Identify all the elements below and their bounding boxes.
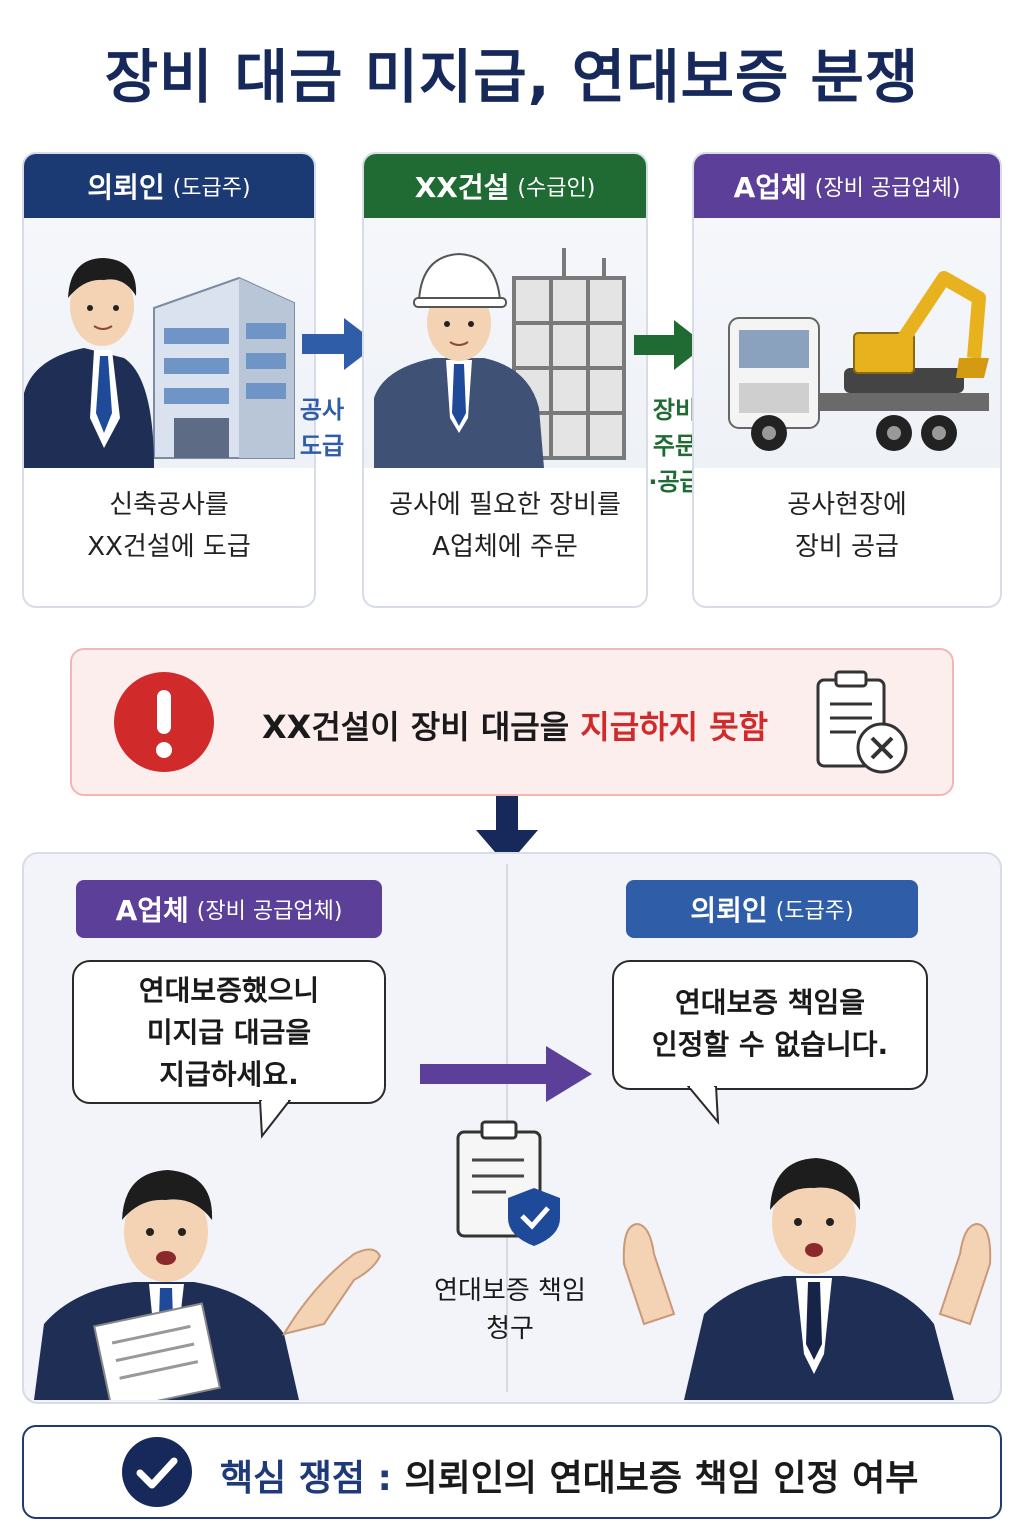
flow-label-contract: 공사 도급 bbox=[290, 392, 354, 464]
claim-arrow-icon bbox=[420, 1046, 592, 1102]
alert-text: XX건설이 장비 대금을 지급하지 못함 bbox=[262, 702, 768, 748]
alert-box: XX건설이 장비 대금을 지급하지 못함 bbox=[70, 648, 954, 796]
card-client-desc-line2: XX건설에 도급 bbox=[87, 532, 251, 562]
card-contractor-header: XX건설 (수급인) bbox=[364, 154, 646, 218]
card-client-sub: (도급주) bbox=[172, 176, 251, 201]
alert-text-highlight: 지급하지 못함 bbox=[580, 708, 769, 746]
arrow-right-icon bbox=[634, 320, 706, 370]
client-speech-line1: 연대보증 책임을 bbox=[674, 986, 866, 1019]
page-title: 장비 대금 미지급, 연대보증 분쟁 bbox=[104, 43, 920, 111]
card-client-desc-line1: 신축공사를 bbox=[109, 490, 229, 520]
card-client-role: 의뢰인 bbox=[87, 171, 165, 204]
summary-box: 핵심 쟁점 : 의뢰인의 연대보증 책임 인정 여부 bbox=[22, 1425, 1002, 1519]
truck-excavator-icon bbox=[728, 271, 989, 451]
speech-bubble-supplier: 연대보증했으니 미지급 대금을 지급하세요. bbox=[72, 960, 386, 1104]
claim-label-line2: 청구 bbox=[486, 1314, 534, 1344]
flow-label-order-line2: 주문 bbox=[652, 432, 698, 460]
worker-icon bbox=[374, 252, 544, 468]
alert-text-prefix: XX건설이 장비 대금을 bbox=[262, 708, 581, 746]
flow-label-order-line1: 장비 bbox=[652, 396, 698, 424]
card-contractor: XX건설 (수급인) 공사에 필요한 장비를 A업체에 주문 bbox=[362, 152, 648, 608]
pill-client: 의뢰인 (도급주) bbox=[626, 880, 918, 938]
card-client-header: 의뢰인 (도급주) bbox=[24, 154, 314, 218]
card-supplier-header: A업체 (장비 공급업체) bbox=[694, 154, 1000, 218]
contractor-illustration bbox=[364, 218, 646, 468]
speech-bubble-client: 연대보증 책임을 인정할 수 없습니다. bbox=[612, 960, 928, 1090]
client-person-icon bbox=[622, 1158, 992, 1400]
supplier-person-icon bbox=[34, 1170, 382, 1400]
arrow-down-icon bbox=[476, 796, 538, 866]
card-supplier-desc-line2: 장비 공급 bbox=[795, 532, 899, 562]
dispute-panel: A업체 (장비 공급업체) 의뢰인 (도급주) 연대보증했으니 미지급 대금을 … bbox=[22, 852, 1002, 1404]
summary-value: 의뢰인의 연대보증 책임 인정 여부 bbox=[404, 1458, 919, 1499]
card-contractor-sub: (수급인) bbox=[517, 176, 596, 201]
businessman-icon bbox=[24, 258, 154, 468]
claim-label: 연대보증 책임 청구 bbox=[410, 1272, 610, 1348]
exclamation-icon bbox=[114, 672, 214, 772]
summary-key-label: 핵심 쟁점 : bbox=[220, 1458, 392, 1499]
card-contractor-desc: 공사에 필요한 장비를 A업체에 주문 bbox=[364, 484, 646, 568]
supplier-speech-line3: 지급하세요. bbox=[159, 1058, 299, 1091]
pill-client-role: 의뢰인 bbox=[690, 894, 768, 927]
arrow-right-icon bbox=[302, 318, 378, 370]
bubble-tail-icon bbox=[258, 1100, 292, 1139]
card-supplier-role: A업체 bbox=[733, 171, 807, 204]
supplier-illustration bbox=[694, 218, 1000, 468]
pill-supplier-sub: (장비 공급업체) bbox=[196, 899, 343, 924]
client-speech-line2: 인정할 수 없습니다. bbox=[651, 1028, 889, 1061]
card-supplier: A업체 (장비 공급업체) 공사현장에 장비 공급 bbox=[692, 152, 1002, 608]
rejected-document-icon bbox=[816, 670, 908, 774]
card-supplier-desc: 공사현장에 장비 공급 bbox=[694, 484, 1000, 568]
pill-supplier: A업체 (장비 공급업체) bbox=[76, 880, 382, 938]
check-circle-icon bbox=[122, 1437, 192, 1507]
summary-text: 핵심 쟁점 : 의뢰인의 연대보증 책임 인정 여부 bbox=[220, 1449, 918, 1501]
supplier-speech-line1: 연대보증했으니 bbox=[138, 974, 320, 1007]
flow-label-contract-line1: 공사 bbox=[299, 396, 345, 424]
card-supplier-desc-line1: 공사현장에 bbox=[787, 490, 907, 520]
card-client-desc: 신축공사를 XX건설에 도급 bbox=[24, 484, 314, 568]
card-contractor-desc-line1: 공사에 필요한 장비를 bbox=[389, 490, 621, 520]
card-contractor-desc-line2: A업체에 주문 bbox=[432, 532, 578, 562]
claim-label-line1: 연대보증 책임 bbox=[434, 1276, 586, 1306]
bubble-tail-icon bbox=[686, 1086, 720, 1125]
building-icon bbox=[153, 276, 295, 459]
card-supplier-sub: (장비 공급업체) bbox=[814, 176, 961, 201]
flow-label-contract-line2: 도급 bbox=[299, 432, 345, 460]
shield-document-icon bbox=[456, 1120, 560, 1246]
pill-client-sub: (도급주) bbox=[775, 899, 854, 924]
card-contractor-role: XX건설 bbox=[414, 171, 510, 204]
pill-supplier-role: A업체 bbox=[115, 894, 189, 927]
card-client: 의뢰인 (도급주) bbox=[22, 152, 316, 608]
client-illustration bbox=[24, 218, 314, 468]
supplier-speech-line2: 미지급 대금을 bbox=[146, 1016, 312, 1049]
